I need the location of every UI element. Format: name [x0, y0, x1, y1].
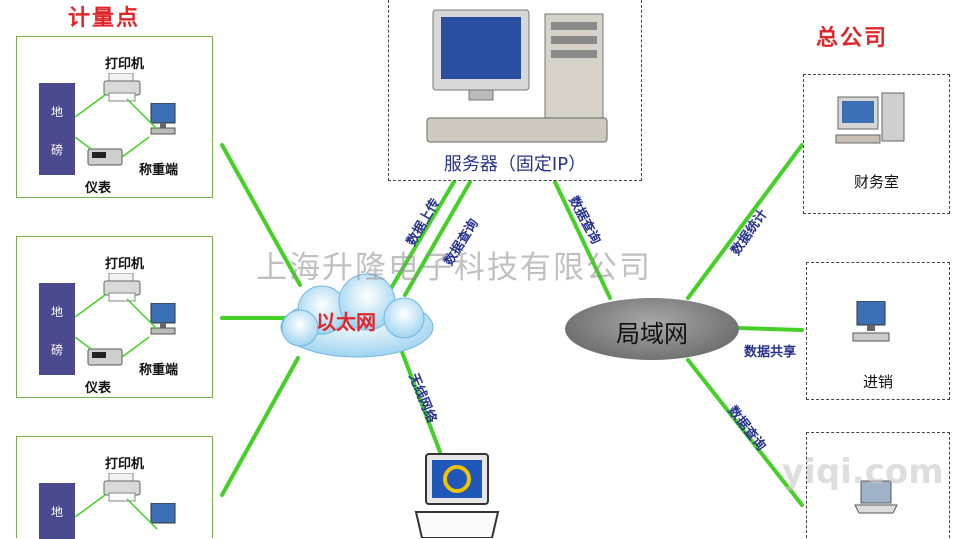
- link-station1-ethernet: [220, 143, 302, 287]
- computer-icon: [150, 503, 176, 524]
- link-ethernet-server-query: [403, 180, 472, 297]
- link-ethernet-laptop: [400, 350, 442, 454]
- corner-watermark: yiqi.com: [782, 452, 944, 492]
- head-office-title: 总公司: [816, 26, 889, 51]
- sales-label: 进销: [862, 373, 893, 391]
- link-server-lan: [553, 180, 612, 300]
- printer-icon: [103, 73, 141, 102]
- link-ethernet-server-upload: [388, 178, 457, 292]
- server-label: 服务器（固定IP）: [443, 154, 587, 175]
- measure-station-2: 地 磅 打印机 称重端 仪表: [16, 236, 213, 398]
- client-laptop-icon: [414, 453, 500, 538]
- station-links: [74, 94, 158, 158]
- measure-station-1: 地 磅 打印机 称重端 仪表: [16, 36, 213, 198]
- finance-office-box: 财务室: [803, 74, 950, 214]
- station-links: [74, 294, 158, 358]
- computer-icon: [150, 303, 176, 335]
- ethernet-cloud: [280, 273, 434, 358]
- link-lan-third: [686, 358, 804, 507]
- terminal-label: 称重端: [139, 163, 179, 178]
- printer-label: 打印机: [105, 257, 145, 272]
- edge-label-share: 数据共享: [744, 345, 797, 360]
- server-box: 服务器（固定IP）: [388, 0, 642, 181]
- server-computer-icon: [426, 9, 608, 143]
- link-lan-sales: [736, 326, 804, 332]
- sales-computer-icon: [852, 301, 890, 342]
- station-links: [74, 494, 158, 530]
- measure-points-title: 计量点: [68, 6, 141, 31]
- lan-node: [565, 298, 739, 360]
- printer-icon: [103, 473, 141, 502]
- scale-platform: 地 磅: [39, 83, 75, 175]
- scale-platform: 地: [39, 483, 75, 539]
- meter-label: 仪表: [85, 381, 112, 396]
- company-watermark: 上海升隆电子科技有限公司: [256, 250, 652, 286]
- printer-icon: [103, 273, 141, 302]
- computer-icon: [150, 103, 176, 135]
- measure-station-3: 地 打印机: [16, 436, 213, 539]
- laptop-icon: [854, 480, 898, 514]
- third-office-box: [806, 432, 950, 538]
- ethernet-label: 以太网: [316, 310, 376, 334]
- finance-computer-icon: [835, 92, 905, 144]
- sales-office-box: 进销: [806, 262, 950, 400]
- lan-label: 局域网: [616, 320, 688, 348]
- link-lan-finance: [686, 143, 804, 300]
- finance-label: 财务室: [853, 173, 899, 191]
- link-station3-ethernet: [220, 356, 300, 497]
- printer-label: 打印机: [105, 57, 145, 72]
- meter-label: 仪表: [85, 181, 112, 196]
- printer-label: 打印机: [105, 457, 145, 472]
- scale-platform: 地 磅: [39, 283, 75, 375]
- terminal-label: 称重端: [139, 363, 179, 378]
